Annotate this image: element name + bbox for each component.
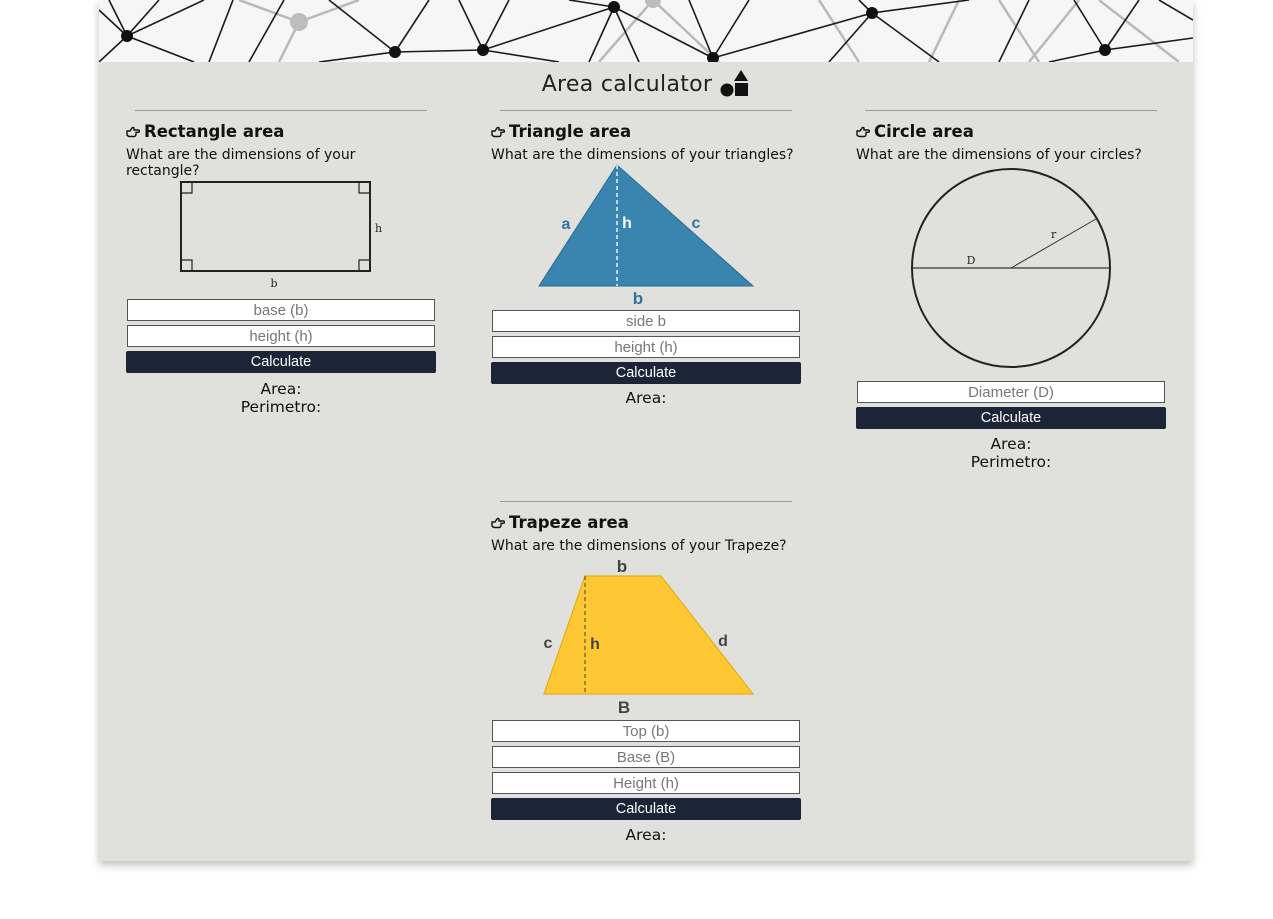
trapeze-calculate-button[interactable]: Calculate [491, 798, 801, 820]
circle-question: What are the dimensions of your circles? [856, 147, 1142, 163]
trapeze-height-input[interactable] [492, 772, 800, 794]
trapeze-heading-text: Trapeze area [509, 513, 629, 532]
circle-diagram: r D [911, 168, 1111, 368]
trapeze-base-label: B [618, 698, 630, 717]
triangle-side-input[interactable] [492, 310, 800, 332]
section-divider [500, 110, 792, 111]
rectangle-diagram: h b [180, 181, 382, 290]
page-header: Area calculator [99, 70, 1193, 98]
trapeze-height-label: h [590, 636, 600, 653]
hand-pointing-right-icon [126, 126, 140, 137]
trapeze-side-c-label: c [544, 635, 553, 652]
page-title: Area calculator [541, 71, 713, 97]
section-divider [135, 110, 427, 111]
triangle-section: Triangle area What are the dimensions of… [491, 110, 801, 407]
triangle-heading-text: Triangle area [509, 122, 632, 141]
trapeze-section: Trapeze area What are the dimensions of … [491, 501, 801, 844]
triangle-side-c-label: c [692, 215, 701, 232]
circle-diameter-label: D [967, 254, 976, 267]
shapes-icon [720, 70, 749, 97]
hand-pointing-right-icon [491, 517, 505, 528]
calculator-card: Area calculator Rectangle area What are … [99, 0, 1193, 861]
circle-heading: Circle area [856, 122, 1166, 141]
circle-perimeter-result: Perimetro: [970, 453, 1052, 471]
trapeze-base-input[interactable] [492, 746, 800, 768]
triangle-diagram: a h c b [538, 164, 755, 308]
rectangle-area-result: Area: [260, 380, 302, 398]
triangle-heading: Triangle area [491, 122, 801, 141]
hand-pointing-right-icon [491, 126, 505, 137]
triangle-calculate-button[interactable]: Calculate [491, 362, 801, 384]
rectangle-height-input[interactable] [127, 325, 435, 347]
circle-section: Circle area What are the dimensions of y… [856, 110, 1166, 471]
trapeze-area-result: Area: [625, 826, 667, 844]
trapeze-diagram: b c h d B [543, 557, 755, 717]
triangle-area-result: Area: [625, 389, 667, 407]
triangle-question: What are the dimensions of your triangle… [491, 147, 794, 163]
rectangle-heading: Rectangle area [126, 122, 436, 141]
trapeze-top-label: b [617, 557, 627, 576]
section-divider [865, 110, 1157, 111]
trapeze-top-input[interactable] [492, 720, 800, 742]
circle-calculate-button[interactable]: Calculate [856, 407, 1166, 429]
trapeze-side-d-label: d [718, 633, 728, 650]
circle-heading-text: Circle area [874, 122, 974, 141]
triangle-height-label: h [622, 215, 632, 232]
section-divider [500, 501, 792, 502]
rectangle-base-input[interactable] [127, 299, 435, 321]
circle-area-result: Area: [990, 435, 1032, 453]
triangle-base-label: b [633, 289, 643, 308]
rectangle-perimeter-result: Perimetro: [240, 398, 322, 416]
hand-pointing-right-icon [856, 126, 870, 137]
triangle-height-input[interactable] [492, 336, 800, 358]
rectangle-question: What are the dimensions of your rectangl… [126, 147, 356, 179]
rectangle-base-label: b [270, 277, 277, 290]
rectangle-height-label: h [375, 222, 382, 235]
trapeze-question: What are the dimensions of your Trapeze? [491, 538, 787, 554]
network-banner [99, 0, 1193, 62]
triangle-side-a-label: a [562, 216, 571, 233]
rectangle-calculate-button[interactable]: Calculate [126, 351, 436, 373]
network-pattern-graphic [99, 0, 1193, 62]
circle-diameter-input[interactable] [857, 381, 1165, 403]
rectangle-section: Rectangle area What are the dimensions o… [126, 110, 436, 416]
circle-radius-label: r [1051, 228, 1057, 241]
trapeze-heading: Trapeze area [491, 513, 801, 532]
rectangle-heading-text: Rectangle area [144, 122, 285, 141]
